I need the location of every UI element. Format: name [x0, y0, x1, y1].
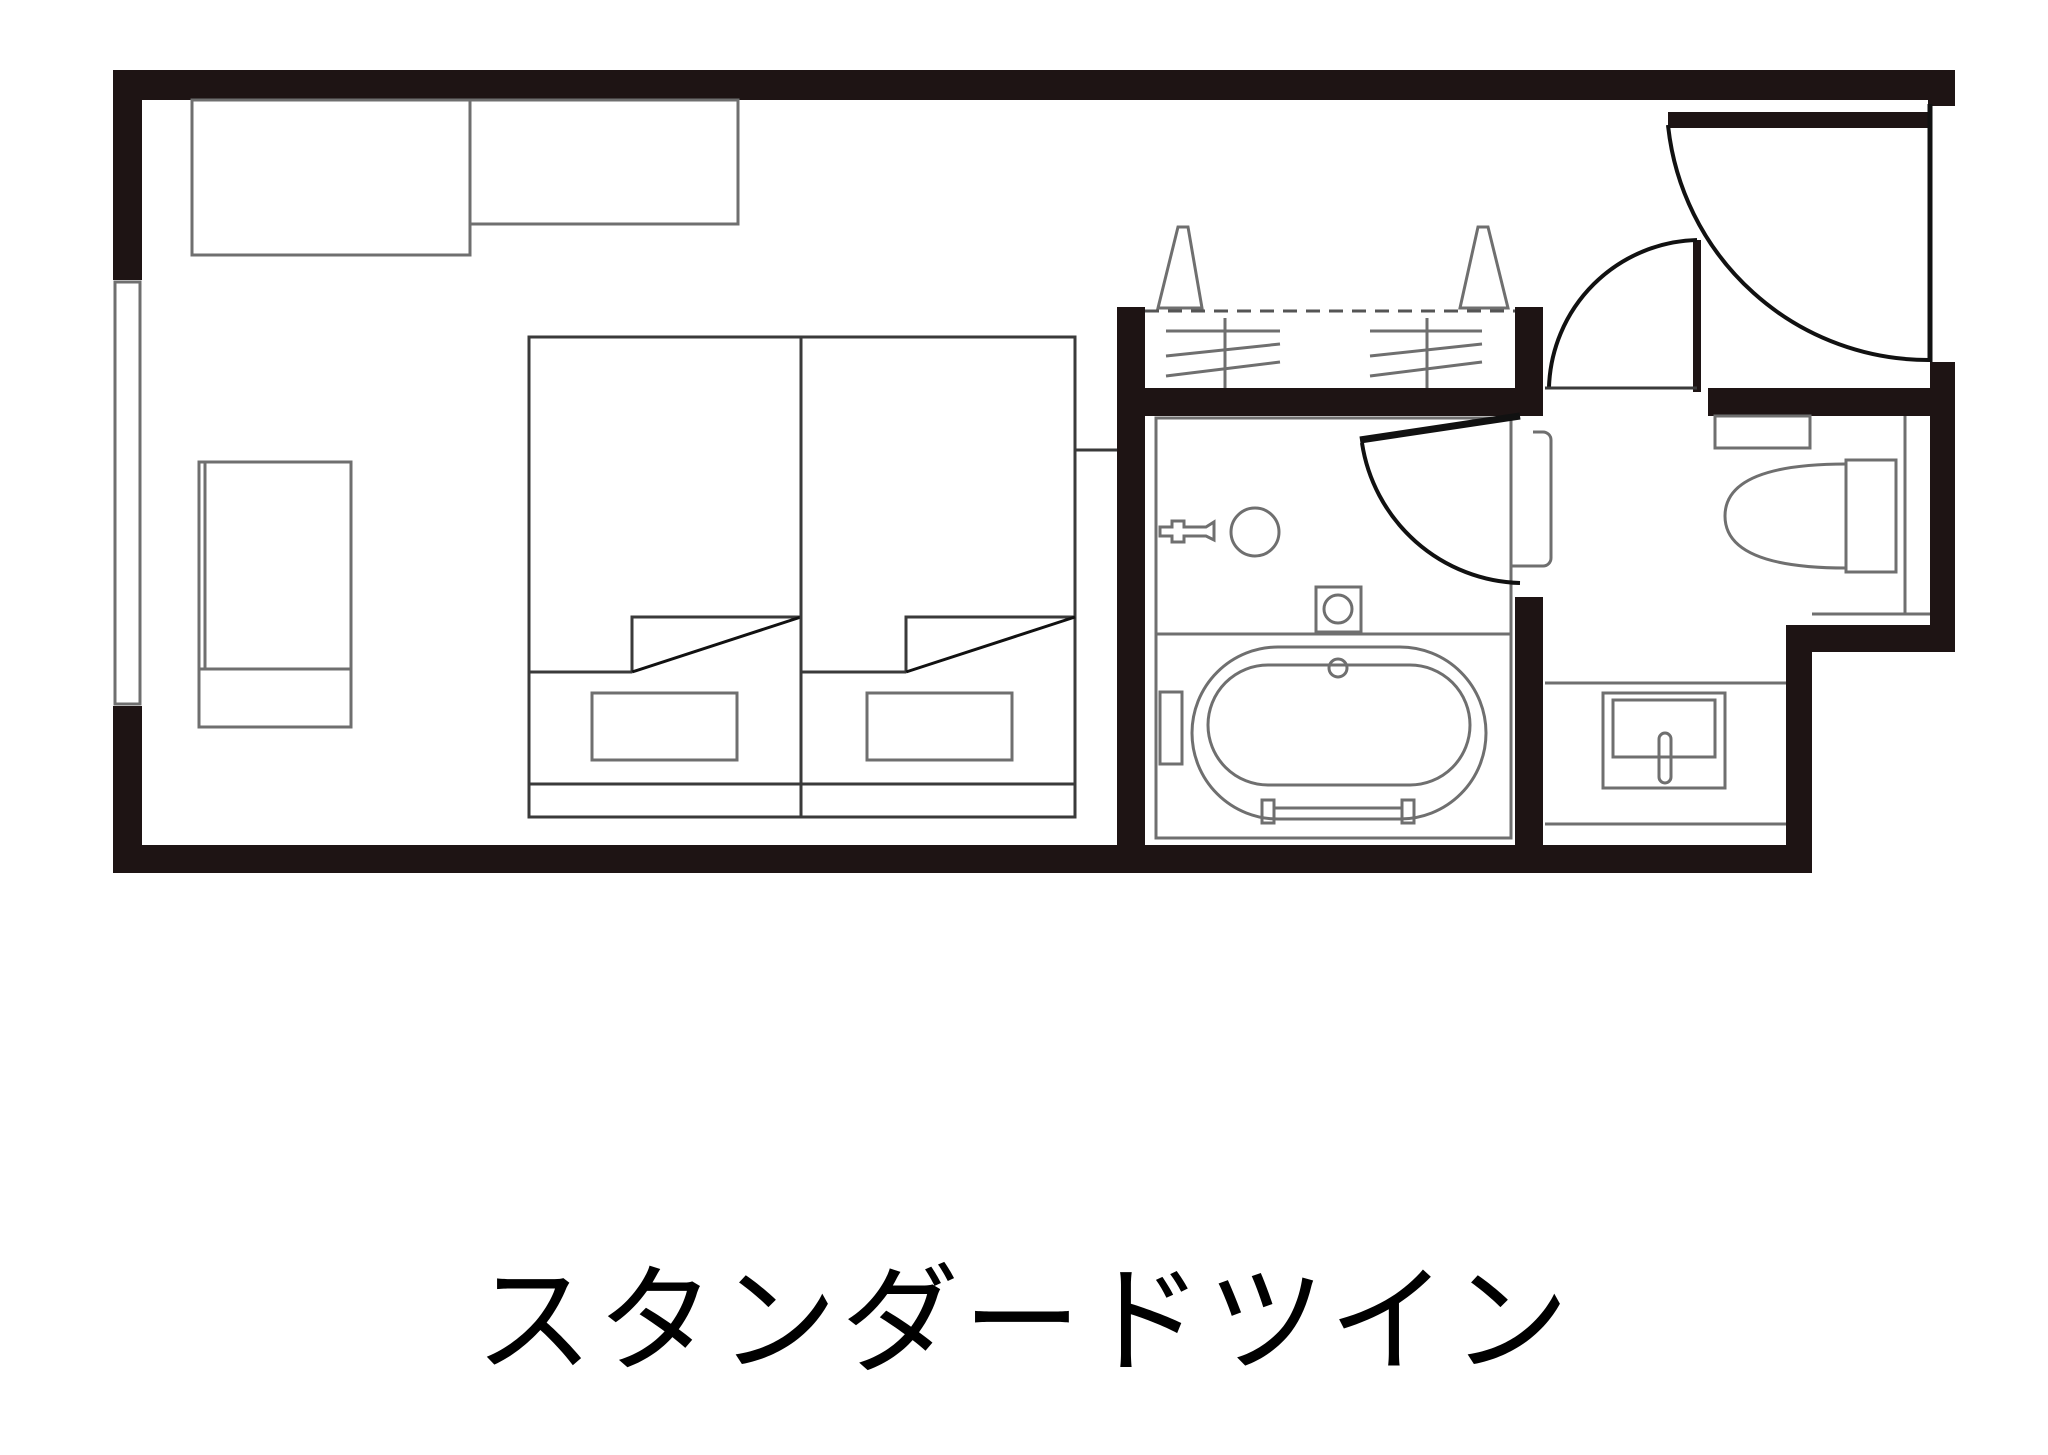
sink [1545, 681, 1786, 826]
room-type-caption: スタンダードツイン [474, 1252, 1573, 1390]
window [113, 280, 142, 706]
entrance [1545, 104, 1933, 390]
sofa [197, 460, 353, 729]
walls [113, 70, 1955, 873]
tv-cabinet [468, 98, 740, 226]
twin-bed-1 [527, 335, 803, 819]
desk [190, 98, 472, 257]
floor-plan [113, 70, 1955, 873]
grab-bar [1511, 430, 1553, 568]
bathroom [1154, 412, 1521, 840]
closet [1145, 225, 1515, 388]
toilet [1713, 414, 1930, 616]
twin-bed-2 [799, 335, 1117, 819]
